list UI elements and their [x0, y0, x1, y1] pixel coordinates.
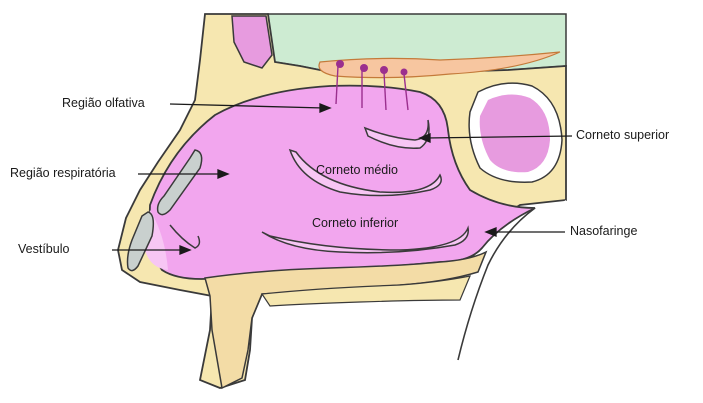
label-vestibulo: Vestíbulo	[18, 242, 69, 256]
label-nasofaringe: Nasofaringe	[570, 224, 637, 238]
label-corneto-superior: Corneto superior	[576, 128, 669, 142]
label-regiao-respiratoria: Região respiratória	[10, 166, 116, 180]
label-corneto-medio: Corneto médio	[316, 163, 398, 177]
label-corneto-inferior: Corneto inferior	[312, 216, 398, 230]
label-regiao-olfativa: Região olfativa	[62, 96, 145, 110]
